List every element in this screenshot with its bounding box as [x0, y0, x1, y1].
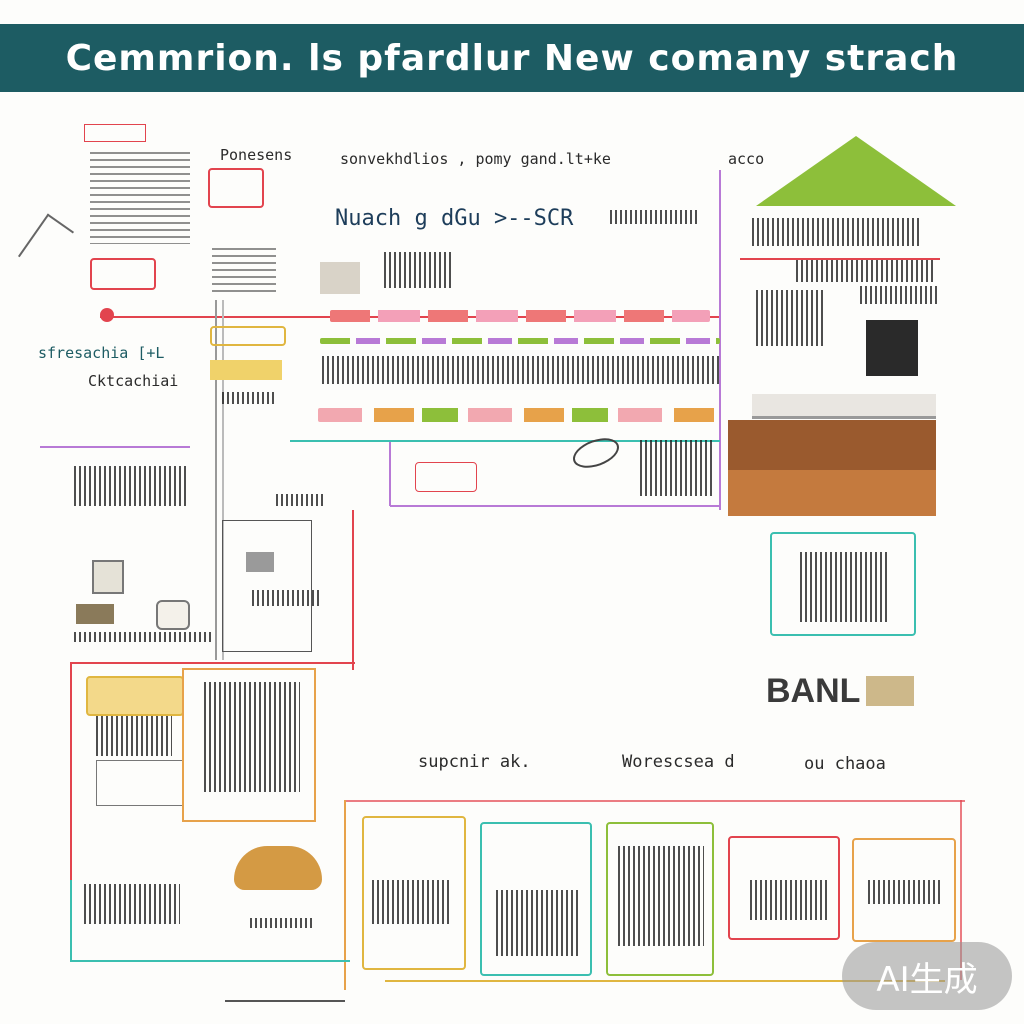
- left-text-block: [74, 466, 186, 506]
- connector-red-right: [740, 258, 940, 260]
- house-roof: [752, 394, 936, 419]
- bottom-card-1: [362, 816, 466, 970]
- note-box-small: [208, 168, 264, 208]
- connector-teal-left: [70, 880, 72, 962]
- lower-text-2: [84, 884, 180, 924]
- lower-card-orange: [182, 668, 316, 822]
- tree-roof-icon: [756, 136, 956, 206]
- right-text-1: [752, 218, 922, 246]
- teal-card-text: [800, 552, 890, 622]
- arrow-icon: [17, 213, 75, 275]
- bottom-card-2: [480, 822, 592, 976]
- bottom-card-5-text: [868, 880, 940, 904]
- connector-purple-left: [40, 446, 190, 448]
- tools-frame: [222, 520, 312, 652]
- diagram-title: Cemmrion. ls pfardlur New comany strach: [65, 37, 959, 79]
- left-tag-yellow: [210, 360, 282, 380]
- label-left-2: Cktcachiai: [88, 372, 179, 390]
- label-bottom-2: Worescsea d: [622, 752, 735, 772]
- note-tag: [84, 124, 146, 142]
- computer-icon: [92, 560, 124, 594]
- label-top-right: acco: [728, 150, 765, 168]
- label-left-1: sfresachia [+L: [38, 344, 165, 362]
- connector-red-v: [352, 510, 354, 670]
- connector-red-bottom: [345, 800, 965, 802]
- lower-text-1: [96, 716, 172, 756]
- process-row-3: [322, 356, 722, 384]
- bottom-card-4-text: [750, 880, 830, 920]
- connector-teal-h: [290, 440, 720, 442]
- connector-node: [100, 308, 114, 322]
- label-bottom-3: ou chaoa: [804, 754, 886, 774]
- connector-dark-bottom: [225, 1000, 345, 1002]
- right-text-3: [756, 290, 826, 346]
- connector-gray-v2: [222, 300, 224, 660]
- label-top-middle: sonvekhdlios , pomy gand.lt+ke: [340, 150, 611, 168]
- connector-red-mid: [70, 662, 355, 664]
- note-text-2: [212, 248, 276, 294]
- connector-teal-bottom: [70, 960, 350, 962]
- process-text: [384, 252, 454, 288]
- bowl-caption: [250, 918, 314, 928]
- mountain-icon: [96, 760, 184, 806]
- process-row-4: [318, 408, 718, 422]
- lower-card-text: [204, 682, 300, 792]
- left-tag-gold: [210, 326, 286, 346]
- bank-label: BANL: [766, 672, 861, 710]
- tools-caption: [74, 632, 214, 642]
- loop-icon: [569, 432, 623, 474]
- right-text-2: [796, 260, 936, 282]
- process-row-2: [320, 338, 720, 344]
- right-text-4: [860, 286, 940, 304]
- process-row-1: [330, 310, 710, 322]
- connector-orange-v: [344, 800, 346, 990]
- bottom-card-5: [852, 838, 956, 942]
- left-caption: [276, 494, 324, 506]
- bottom-card-4: [728, 836, 840, 940]
- bottom-card-2-text: [496, 890, 580, 956]
- ai-generated-badge: AI生成: [842, 942, 1012, 1010]
- note-text-block: [90, 152, 190, 244]
- label-top-left: Ponesens: [220, 146, 293, 164]
- process-note-box: [415, 462, 477, 492]
- tools-text: [252, 590, 322, 606]
- device-icon: [76, 604, 114, 624]
- house-base: [728, 470, 936, 516]
- connector-red-v2: [960, 800, 962, 980]
- bottom-card-3: [606, 822, 714, 976]
- bottom-card-1-text: [372, 880, 452, 924]
- lower-card-gold: [86, 676, 184, 716]
- dark-panel: [866, 320, 918, 376]
- title-banner: Cemmrion. ls pfardlur New comany strach: [0, 24, 1024, 92]
- connector-purple-h: [390, 505, 720, 507]
- label-bottom-1: supcnir ak.: [418, 752, 531, 772]
- teal-card: [770, 532, 916, 636]
- process-caption: [610, 210, 700, 224]
- connector-purple-v2: [389, 440, 391, 506]
- left-tag-text: [222, 392, 274, 404]
- stove-icon: [156, 600, 190, 630]
- connector-gray-v: [215, 300, 217, 660]
- note-box-red: [90, 258, 156, 290]
- process-image: [320, 262, 360, 294]
- connector-purple-v: [719, 170, 721, 510]
- process-side-text: [640, 440, 714, 496]
- bowl-icon: [234, 846, 322, 890]
- process-title: Nuach g dGu >--SCR: [335, 206, 574, 231]
- bank-badge: [866, 676, 914, 706]
- bottom-card-3-text: [618, 846, 704, 946]
- connector-red-left: [70, 662, 72, 892]
- connector-gold-bottom: [385, 980, 945, 982]
- tools-image: [246, 552, 274, 572]
